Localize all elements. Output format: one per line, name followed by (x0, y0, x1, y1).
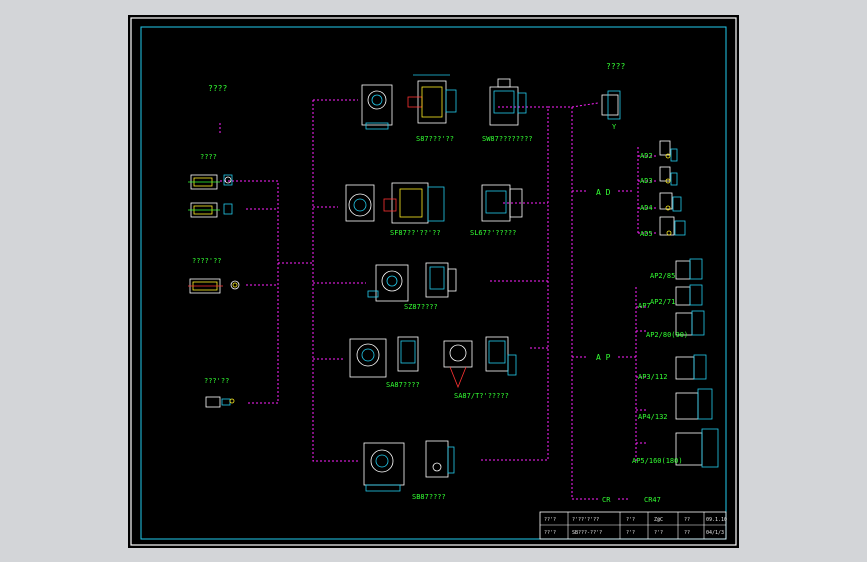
gear-unit-sa87 (349, 336, 419, 378)
gear-unit-sl67 (481, 184, 523, 222)
tb-r2c6: 04/1/3 (706, 530, 724, 536)
tb-r1c2: ?'??'?'?? (572, 517, 599, 523)
label-input-a: ???? (200, 153, 217, 161)
leader-lines (219, 99, 656, 500)
label-ap-b: AP2/71 (650, 298, 675, 306)
output-y (601, 90, 621, 120)
label-ad: A D (596, 188, 611, 197)
label-sz87: SZ87???? (404, 303, 438, 311)
tb-r2c1: ??'? (544, 530, 556, 536)
label-ap-d: AP3/112 (638, 373, 668, 381)
label-ap-a: AP2/85 (650, 272, 675, 280)
label-cr47: CR47 (644, 496, 661, 504)
label-ad4: AD4 (640, 204, 653, 212)
label-sl67: SL67?'????? (470, 229, 516, 237)
output-ad-group (659, 140, 686, 236)
gear-unit-sz87 (367, 262, 457, 302)
tb-r1c5: ?? (684, 517, 690, 523)
label-s87: S87???'?? (416, 135, 454, 143)
label-y: Y (612, 123, 617, 131)
label-ap-f: AP5/160(180) (632, 457, 683, 465)
label-input-head: ???? (208, 84, 227, 93)
title-block: ??'? ?'??'?'?? ?'? Z@C ?? 09.1.10 ??'? S… (539, 511, 727, 540)
label-sb87: SB87???? (412, 493, 446, 501)
output-ap-group (675, 258, 719, 468)
label-ad5: AD5 (640, 230, 653, 238)
tb-r2c4: ?'? (654, 530, 663, 536)
gear-unit-sf87 (345, 182, 445, 224)
label-ad2: AD2 (640, 152, 653, 160)
label-output-head: ???? (606, 62, 625, 71)
tb-r1c1: ??'? (544, 517, 556, 523)
outer-border (130, 17, 737, 546)
label-input-b: ????'?? (192, 257, 222, 265)
tb-r2c3: ?'? (626, 530, 635, 536)
tb-r1c3: ?'? (626, 517, 635, 523)
label-ap-c: AP2/80(90) (646, 331, 688, 339)
tb-r2c5: ?? (684, 530, 690, 536)
input-component-a (188, 174, 233, 218)
gear-unit-sb87 (363, 440, 455, 492)
label-input-c: ???'?? (204, 377, 229, 385)
drawing-sheet: ??'? ?'??'?'?? ?'? Z@C ?? 09.1.10 ??'? S… (128, 15, 739, 548)
label-ap: A P (596, 353, 611, 362)
input-component-b (188, 278, 240, 294)
tb-r1c6: 09.1.10 (706, 517, 727, 523)
label-ap7: AP7 (638, 302, 651, 310)
gear-unit-s87 (361, 74, 457, 130)
gear-unit-sw87 (489, 78, 527, 126)
label-sw87: SW87???????? (482, 135, 533, 143)
gear-unit-sa87t (443, 336, 517, 389)
label-sf87: SF87??'??'?? (390, 229, 441, 237)
tb-r2c2: SB???-??'? (572, 530, 602, 536)
label-sa87t: SA87/T?'????? (454, 392, 509, 400)
drawing-canvas: ??'? ?'??'?'?? ?'? Z@C ?? 09.1.10 ??'? S… (130, 17, 737, 546)
label-ad3: AD3 (640, 177, 653, 185)
label-sa87: SA87???? (386, 381, 420, 389)
tb-r1c4: Z@C (654, 517, 663, 523)
input-component-c (205, 396, 235, 408)
inner-frame (140, 26, 727, 540)
label-ap-e: AP4/132 (638, 413, 668, 421)
label-cr: CR (602, 496, 611, 504)
